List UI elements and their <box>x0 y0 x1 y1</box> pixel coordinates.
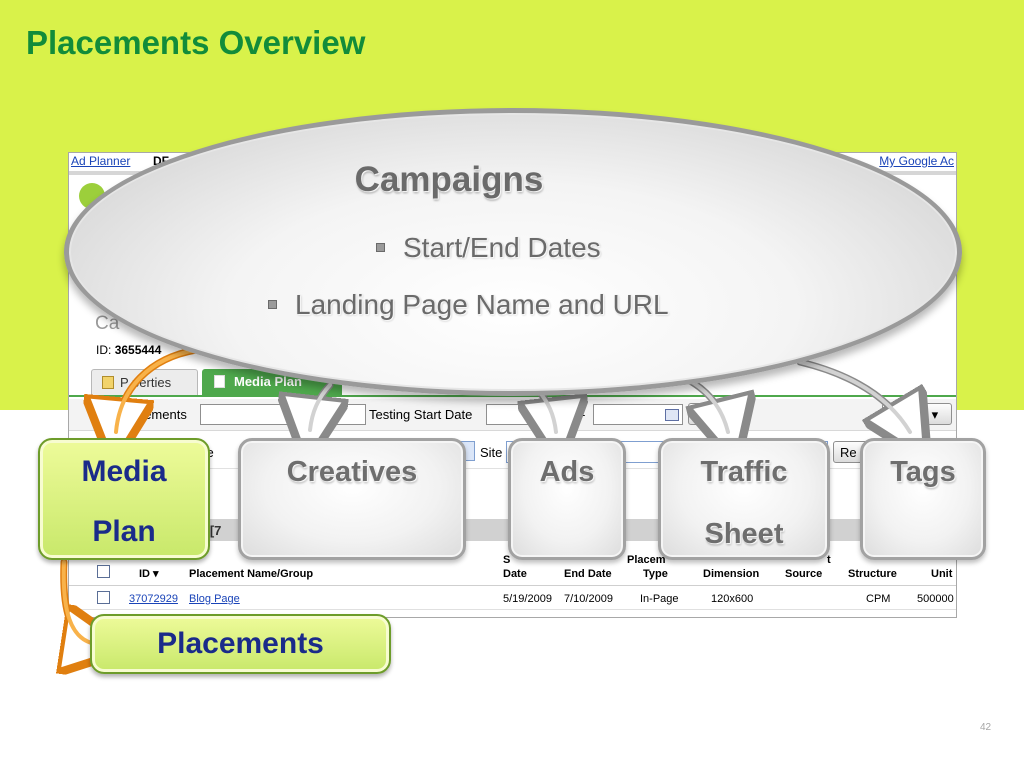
creatives-callout: Creatives <box>238 438 466 560</box>
tab-label: Media Plan <box>234 374 302 389</box>
page-number: 42 <box>980 722 992 733</box>
id-label: ID: <box>96 343 112 357</box>
my-google-account-link[interactable]: My Google Ac <box>879 154 954 168</box>
column-header-source-top: t <box>827 554 831 566</box>
column-header-placement-type[interactable]: Type <box>643 568 668 580</box>
campaigns-title: Campaigns <box>354 160 544 199</box>
arrow-media-plan-to-placements-inner <box>61 560 98 646</box>
column-header-start-top: S <box>503 554 511 566</box>
media-plan-callout: Media Plan <box>38 438 210 560</box>
row-checkbox[interactable] <box>97 591 110 604</box>
campaigns-bullet-dates: Start/End Dates <box>376 232 601 264</box>
traffic-sheet-line1: Traffic <box>700 456 788 488</box>
calendar-icon[interactable] <box>665 409 679 421</box>
placement-name-link[interactable]: Blog Page <box>189 593 240 605</box>
tab-underline <box>69 395 956 397</box>
column-header-source[interactable]: Source <box>785 568 823 580</box>
bullet-text: Start/End Dates <box>403 232 601 263</box>
table-row-divider <box>69 609 956 610</box>
arrow-campaigns-to-media-plan-inner <box>114 348 198 434</box>
placements-callout: Placements <box>90 614 391 674</box>
testing-start-date-label: Testing Start Date <box>369 407 473 422</box>
column-header-end-date[interactable]: End Date <box>564 568 612 580</box>
document-icon <box>214 375 225 388</box>
arrow-to-tags <box>796 358 910 432</box>
traffic-sheet-callout: Traffic Sheet <box>658 438 830 560</box>
campaigns-callout <box>64 108 962 396</box>
ad-planner-link[interactable]: Ad Planner <box>71 154 131 168</box>
column-header-structure[interactable]: Structure <box>848 568 897 580</box>
bullet-text: Landing Page Name and URL <box>295 289 669 320</box>
id-value: 3655444 <box>114 343 162 357</box>
cell-units: 500000 <box>917 593 954 605</box>
media-plan-line2: Plan <box>92 515 156 548</box>
cell-placement-type: In-Page <box>640 593 679 605</box>
properties-icon <box>102 376 114 389</box>
column-header-units[interactable]: Unit <box>931 568 953 580</box>
campaigns-bullet-landing-page: Landing Page Name and URL <box>268 289 669 321</box>
cell-start-date: 5/19/2009 <box>503 593 552 605</box>
campaign-name-heading: Ca <box>95 313 120 334</box>
tags-callout: Tags <box>860 438 986 560</box>
select-all-checkbox[interactable] <box>97 565 110 578</box>
site-label: Site <box>480 445 503 460</box>
placement-id-link[interactable]: 37072929 <box>129 593 178 605</box>
ads-callout: Ads <box>508 438 626 560</box>
media-plan-line1: Media <box>81 455 167 488</box>
column-header-placement-name[interactable]: Placement Name/Group <box>189 568 314 580</box>
column-header-dimension[interactable]: Dimension <box>703 568 760 580</box>
column-header-start-date[interactable]: Date <box>503 568 527 580</box>
arrow-to-tags-inner <box>798 360 912 434</box>
slide-title: Placements Overview <box>26 24 366 61</box>
cell-structure: CPM <box>866 593 891 605</box>
bullet-square-icon <box>376 243 385 252</box>
campaign-id: ID: 3655444 <box>96 343 161 357</box>
traffic-sheet-line2: Sheet <box>704 518 784 550</box>
bullet-square-icon <box>268 300 277 309</box>
cell-end-date: 7/10/2009 <box>564 593 613 605</box>
cell-dimension: 120x600 <box>711 593 754 605</box>
table-divider <box>69 585 956 586</box>
arrow-to-creatives-inner <box>308 383 332 432</box>
end-date-input[interactable] <box>593 404 683 425</box>
column-header-type-top: Placem <box>627 554 666 566</box>
column-header-id[interactable]: ID ▾ <box>139 568 159 580</box>
